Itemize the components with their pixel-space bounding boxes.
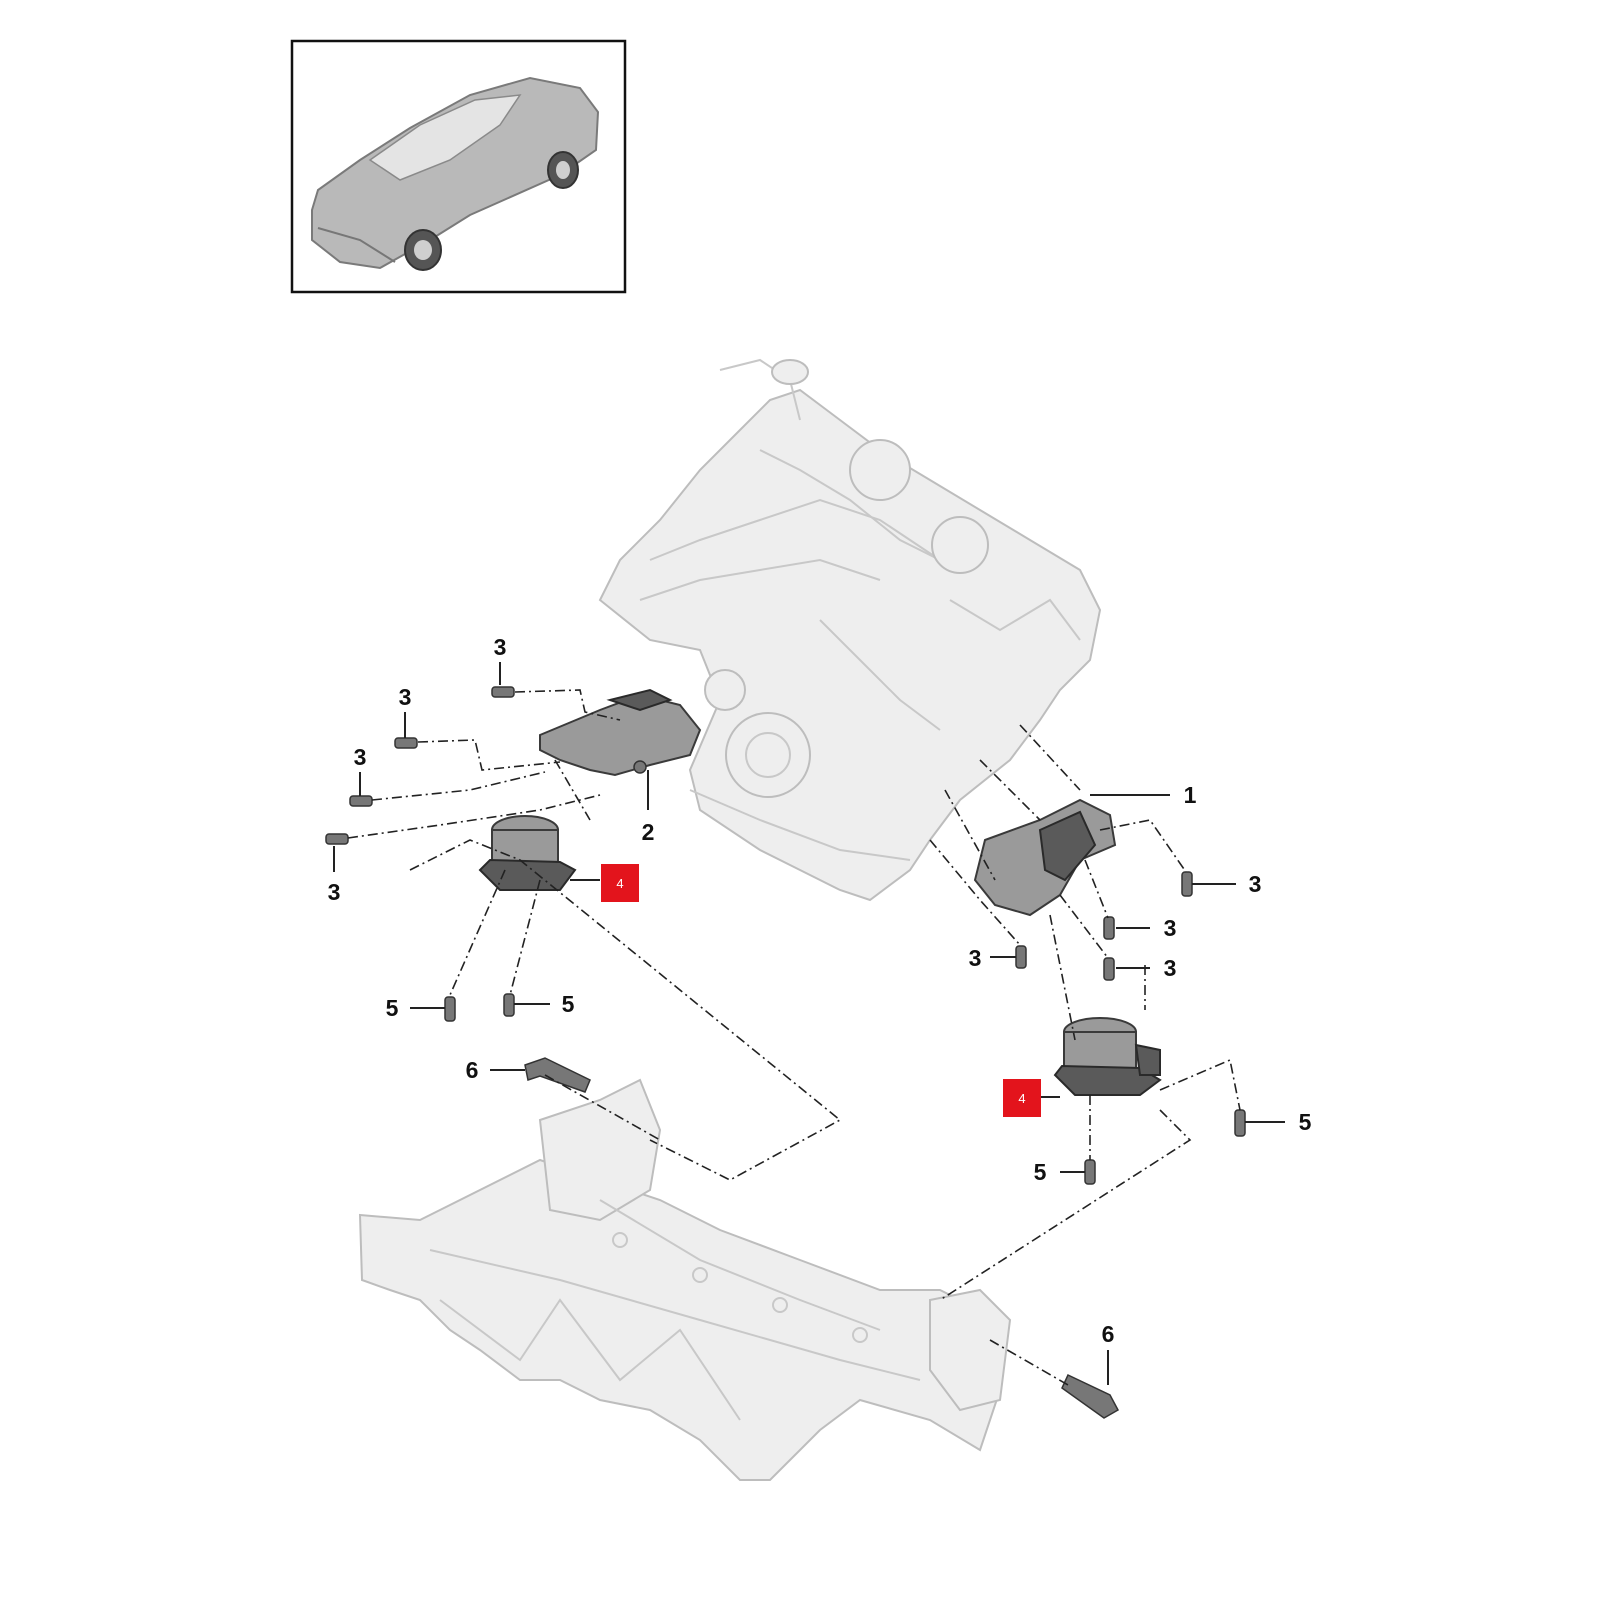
callout-6-left[interactable]: 6: [466, 1057, 479, 1083]
right-engine-mount: [1053, 1017, 1162, 1096]
left-engine-carrier-bracket: [539, 688, 702, 777]
front-subframe: [358, 1078, 1012, 1481]
bolts: [325, 686, 1246, 1419]
callout-2[interactable]: 2: [642, 819, 655, 845]
callout-3-upper-left[interactable]: 3: [399, 684, 412, 710]
callout-6-right[interactable]: 6: [1102, 1321, 1115, 1347]
right-engine-carrier-bracket: [973, 798, 1117, 917]
callout-3-right-lower[interactable]: 3: [1164, 955, 1177, 981]
callout-3-right-left[interactable]: 3: [969, 945, 982, 971]
engine-assembly: [598, 358, 1102, 902]
callout-4-right-box: [1003, 1079, 1041, 1117]
callout-5-left-b[interactable]: 5: [562, 991, 575, 1017]
callout-3-right-mid[interactable]: 3: [1164, 915, 1177, 941]
callout-4-left[interactable]: 4: [616, 876, 623, 891]
callout-5-right-b[interactable]: 5: [1034, 1159, 1047, 1185]
callout-4-left-box: [601, 864, 639, 902]
car-thumbnail-icon: [311, 76, 600, 271]
left-engine-mount: [478, 815, 577, 891]
callout-4-right[interactable]: 4: [1018, 1091, 1025, 1106]
callout-3-lower-left[interactable]: 3: [328, 879, 341, 905]
assembly-lines: [347, 689, 1241, 1386]
callout-3-mid-left[interactable]: 3: [354, 744, 367, 770]
vehicle-thumbnail: [290, 39, 627, 294]
callout-3-top[interactable]: 3: [494, 634, 507, 660]
callout-1[interactable]: 1: [1184, 782, 1197, 808]
callout-5-right-a[interactable]: 5: [1299, 1109, 1312, 1135]
callout-3-right-upper[interactable]: 3: [1249, 871, 1262, 897]
leader-lines: [333, 662, 1285, 1385]
callout-5-left-a[interactable]: 5: [386, 995, 399, 1021]
